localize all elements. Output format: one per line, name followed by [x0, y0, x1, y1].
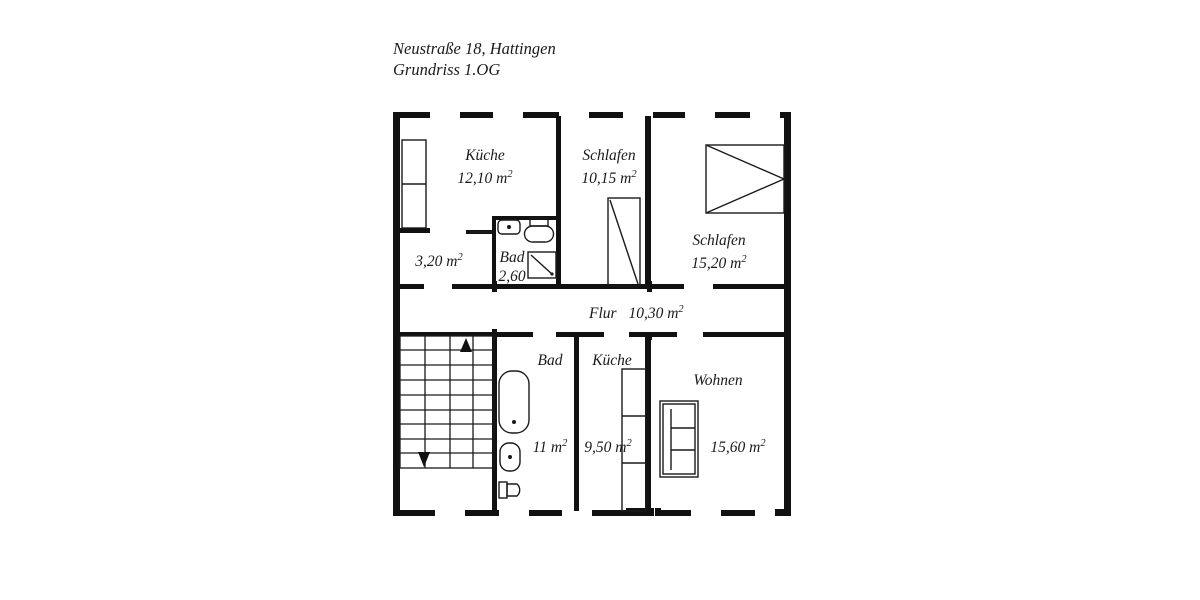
- plan-title-line-1: Neustraße 18, Hattingen: [393, 39, 556, 58]
- room-label-kueche-lower-name: Küche: [586, 351, 638, 370]
- bed-icon: [705, 144, 785, 214]
- room-area: 9,50 m2: [584, 438, 632, 457]
- room-label-bad-large-area: 11 m2: [526, 434, 574, 457]
- room-label-bad-small: Bad 2,60: [490, 248, 534, 286]
- room-label-schlafen-mid: Schlafen 10,15 m2: [565, 146, 653, 188]
- toilet-large-bath-icon: [498, 481, 521, 499]
- plan-title: Neustraße 18, Hattingen Grundriss 1.OG: [393, 38, 556, 80]
- staircase-icon: [399, 335, 495, 469]
- sink-small-bath-icon: [497, 219, 521, 235]
- room-label-flur: Flur 10,30 m2: [589, 300, 729, 323]
- interior-walls: [400, 116, 784, 511]
- room-name: Flur: [589, 305, 617, 323]
- room-label-kueche-og-left: Küche 12,10 m2: [440, 146, 530, 188]
- exterior-walls: [393, 112, 791, 516]
- room-area: 12,10 m2: [457, 169, 513, 188]
- room-label-bad-large-name: Bad: [530, 351, 570, 370]
- stair-arrow-down-icon: [418, 452, 430, 467]
- bathtub-icon: [498, 370, 530, 434]
- room-name: Küche: [592, 352, 632, 369]
- room-area: 10,30 m2: [628, 304, 684, 323]
- room-area: 10,15 m2: [581, 169, 637, 188]
- shower-small-bath-icon: [527, 251, 557, 279]
- sink-large-bath-icon: [499, 442, 521, 472]
- fixtures: [399, 139, 785, 512]
- room-name: Schlafen: [582, 147, 636, 164]
- sofa-icon: [659, 400, 699, 478]
- room-area: 3,20 m2: [415, 252, 463, 271]
- room-label-wohnen-area: 15,60 m2: [702, 434, 774, 457]
- toilet-small-bath-icon: [523, 217, 555, 243]
- room-name: Wohnen: [693, 372, 743, 389]
- room-name: Bad: [499, 249, 525, 266]
- room-area: 11 m2: [532, 438, 568, 457]
- room-label-wohnen-name: Wohnen: [684, 371, 752, 390]
- kitchen-cabinet-lower-icon: [621, 368, 647, 512]
- room-label-schlafen-right: Schlafen 15,20 m2: [674, 231, 764, 273]
- kitchen-cabinet-upper-icon: [401, 139, 427, 229]
- stair-arrow-up-icon: [460, 338, 472, 352]
- room-area: 2,60: [498, 268, 526, 285]
- room-name: Küche: [465, 147, 505, 164]
- room-label-kueche-lower-area: 9,50 m2: [577, 434, 639, 457]
- plan-title-line-2: Grundriss 1.OG: [393, 60, 501, 79]
- room-area: 15,20 m2: [691, 254, 747, 273]
- wardrobe-icon: [607, 197, 641, 287]
- room-area: 15,60 m2: [710, 438, 766, 457]
- room-name: Bad: [537, 352, 563, 369]
- room-name: Schlafen: [692, 232, 746, 249]
- room-label-abstell-left: 3,20 m2: [404, 248, 474, 271]
